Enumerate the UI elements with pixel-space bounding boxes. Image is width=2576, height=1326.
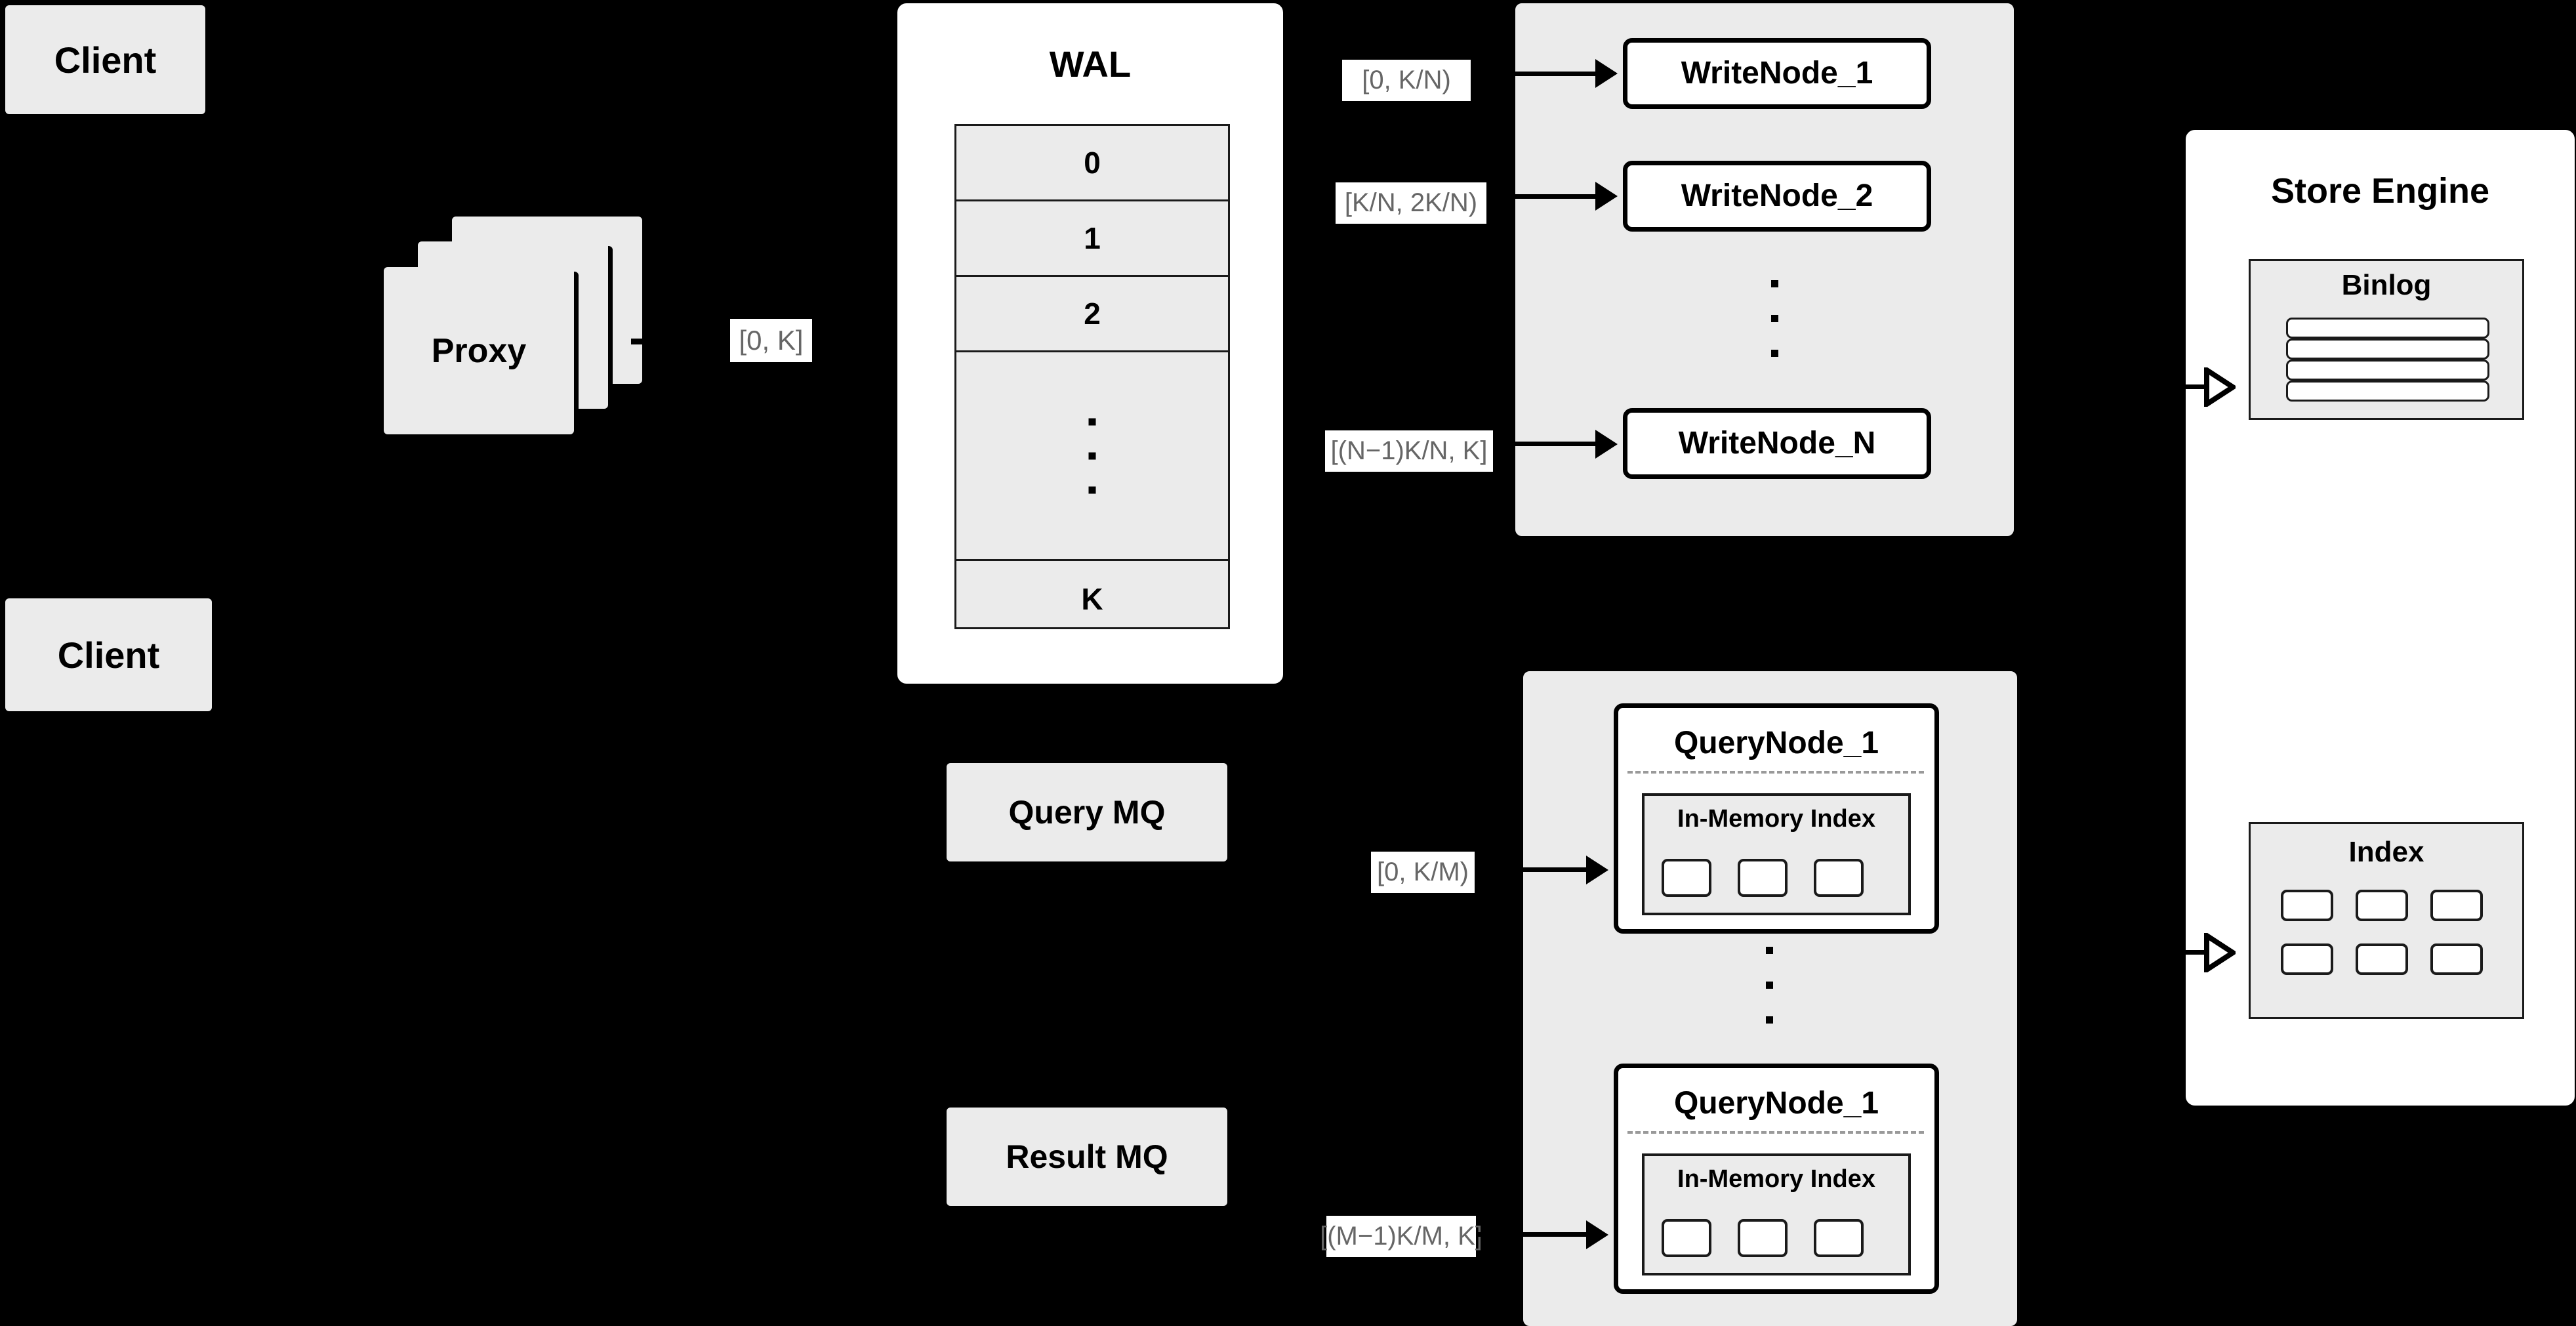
arrow-line-write-node-1 bbox=[1471, 72, 1595, 76]
proxy-box-front: Proxy bbox=[384, 267, 574, 434]
query-node-1-index-cell bbox=[1814, 859, 1864, 897]
arrow-head-write-node-n bbox=[1595, 430, 1618, 459]
index-cell bbox=[2430, 890, 2483, 921]
index-cell bbox=[2430, 943, 2483, 975]
wal-title: WAL bbox=[1049, 43, 1132, 85]
arrow-line-query-node-m bbox=[1476, 1232, 1586, 1237]
query-node-1-label: QueryNode_1 bbox=[1673, 726, 1879, 760]
query-node-m-label: QueryNode_1 bbox=[1673, 1086, 1879, 1121]
client-box-top: Client bbox=[5, 5, 205, 114]
client-box-bottom: Client bbox=[5, 598, 212, 711]
query-node-1-index-title: In-Memory Index bbox=[1677, 805, 1875, 833]
write-node-n[interactable]: WriteNode_N bbox=[1623, 408, 1931, 479]
query-node-m-inmemory-index: In-Memory Index bbox=[1642, 1153, 1911, 1275]
index-cell bbox=[2356, 890, 2408, 921]
write-node-1-label: WriteNode_1 bbox=[1681, 56, 1873, 91]
query-node-m[interactable]: QueryNode_1 In-Memory Index bbox=[1614, 1064, 1939, 1294]
query-node-m-index-cell bbox=[1814, 1219, 1864, 1257]
arrow-line-write-node-n bbox=[1493, 442, 1595, 446]
binlog-row bbox=[2286, 318, 2489, 339]
query-node-1-index-cell bbox=[1738, 859, 1788, 897]
query-node-m-index-cell bbox=[1738, 1219, 1788, 1257]
arrow-head-to-index bbox=[2204, 930, 2238, 976]
wal-row-1: 1 bbox=[956, 201, 1228, 277]
binlog-row bbox=[2286, 381, 2489, 402]
wal-entry-table: 0 1 2 K bbox=[954, 124, 1230, 629]
binlog-row bbox=[2286, 360, 2489, 381]
arrow-head-query-node-m bbox=[1586, 1220, 1608, 1249]
arrow-head-write-node-2 bbox=[1595, 182, 1618, 211]
client-bottom-label: Client bbox=[57, 634, 160, 676]
store-engine-title: Store Engine bbox=[2270, 171, 2490, 211]
write-node-n-label: WriteNode_N bbox=[1678, 426, 1876, 461]
query-nodes-ellipsis-icon bbox=[1766, 947, 1773, 1024]
edge-label-write-node-1: [0, K/N) bbox=[1342, 60, 1471, 101]
write-node-1[interactable]: WriteNode_1 bbox=[1623, 38, 1931, 109]
write-node-2-label: WriteNode_2 bbox=[1681, 178, 1873, 213]
query-node-1-inmemory-index: In-Memory Index bbox=[1642, 793, 1911, 915]
edge-label-query-node-1: [0, K/M) bbox=[1371, 852, 1475, 893]
wal-row-ellipsis bbox=[956, 352, 1228, 561]
index-cell bbox=[2281, 890, 2333, 921]
query-mq-label: Query MQ bbox=[1008, 794, 1166, 831]
query-node-m-index-title: In-Memory Index bbox=[1677, 1165, 1875, 1193]
arrow-line-to-binlog bbox=[2175, 384, 2207, 389]
arrow-line-write-node-2 bbox=[1486, 194, 1595, 199]
query-mq-box: Query MQ bbox=[947, 763, 1227, 861]
arrow-head-query-node-1 bbox=[1586, 856, 1608, 884]
binlog-title: Binlog bbox=[2341, 269, 2432, 301]
result-mq-label: Result MQ bbox=[1006, 1138, 1168, 1175]
index-cell bbox=[2281, 943, 2333, 975]
proxy-connector-line bbox=[631, 339, 673, 344]
write-nodes-ellipsis-icon bbox=[1771, 280, 1778, 357]
edge-label-query-node-m: [(M−1)K/M, K] bbox=[1320, 1216, 1482, 1257]
arrow-line-query-node-1 bbox=[1475, 867, 1586, 872]
query-node-m-index-cell bbox=[1662, 1219, 1711, 1257]
query-node-m-separator bbox=[1627, 1131, 1924, 1134]
wal-panel: WAL 0 1 2 K bbox=[897, 3, 1283, 684]
wal-ellipsis-icon bbox=[1088, 418, 1096, 493]
index-group: Index bbox=[2249, 822, 2524, 1019]
result-mq-box: Result MQ bbox=[947, 1108, 1227, 1206]
wal-row-0: 0 bbox=[956, 126, 1228, 201]
wal-row-2: 2 bbox=[956, 277, 1228, 352]
arrow-head-write-node-1 bbox=[1595, 59, 1618, 88]
arrow-head-to-binlog bbox=[2204, 365, 2238, 410]
edge-label-write-node-n: [(N−1)K/N, K] bbox=[1325, 430, 1493, 472]
write-node-2[interactable]: WriteNode_2 bbox=[1623, 161, 1931, 232]
index-cell bbox=[2356, 943, 2408, 975]
store-engine-panel: Store Engine Binlog Index bbox=[2186, 130, 2575, 1106]
edge-label-write-node-2: [K/N, 2K/N) bbox=[1336, 182, 1486, 224]
index-title: Index bbox=[2348, 836, 2424, 868]
proxy-label: Proxy bbox=[431, 331, 527, 370]
binlog-row bbox=[2286, 339, 2489, 360]
query-node-1[interactable]: QueryNode_1 In-Memory Index bbox=[1614, 703, 1939, 934]
edge-label-proxy-to-wal: [0, K] bbox=[730, 319, 812, 362]
query-node-1-separator bbox=[1627, 771, 1924, 774]
arrow-line-to-index bbox=[2175, 950, 2207, 955]
wal-row-k: K bbox=[1081, 582, 1103, 616]
query-node-1-index-cell bbox=[1662, 859, 1711, 897]
client-top-label: Client bbox=[54, 39, 157, 81]
binlog-group: Binlog bbox=[2249, 259, 2524, 420]
